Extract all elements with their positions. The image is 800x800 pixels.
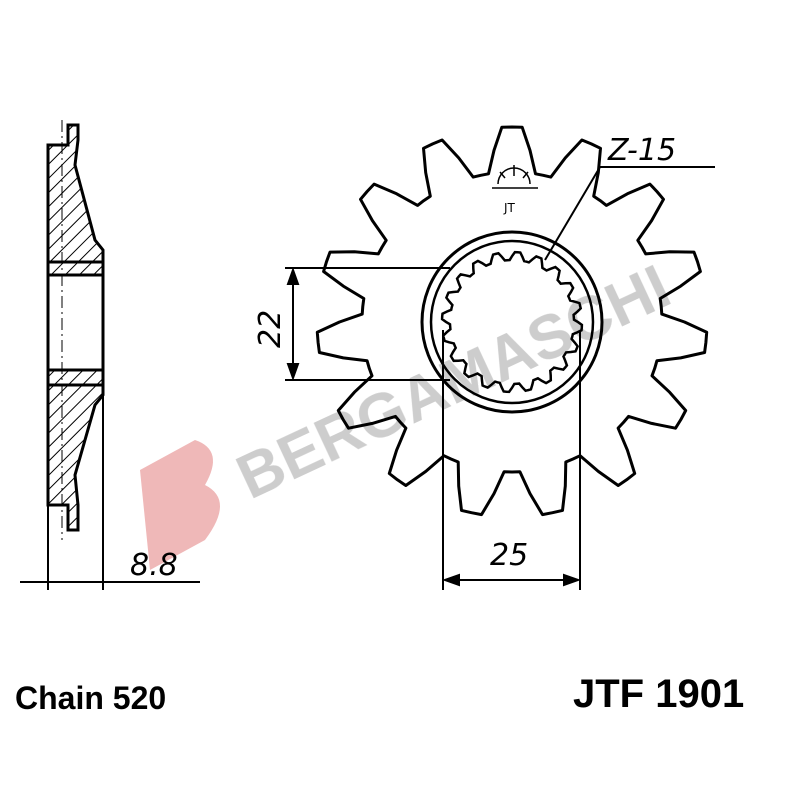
front-view	[315, 125, 709, 517]
sprocket-outline	[315, 125, 709, 517]
hub-outer-circle	[420, 230, 604, 414]
chain-size: Chain 520	[15, 680, 167, 716]
teeth-count: Z-15	[607, 133, 676, 168]
hub-inner-circle	[429, 239, 595, 405]
hub-dimension: 22	[253, 310, 288, 348]
spline-dimension: 25	[490, 538, 528, 573]
side-view	[20, 120, 200, 590]
part-number: JTF 1901	[573, 672, 745, 716]
spline-outline	[440, 250, 584, 394]
jt-logo: JT	[492, 165, 538, 215]
svg-text:JT: JT	[503, 201, 516, 215]
thickness-dimension: 8.8	[130, 548, 178, 583]
watermark-logo	[140, 440, 220, 570]
